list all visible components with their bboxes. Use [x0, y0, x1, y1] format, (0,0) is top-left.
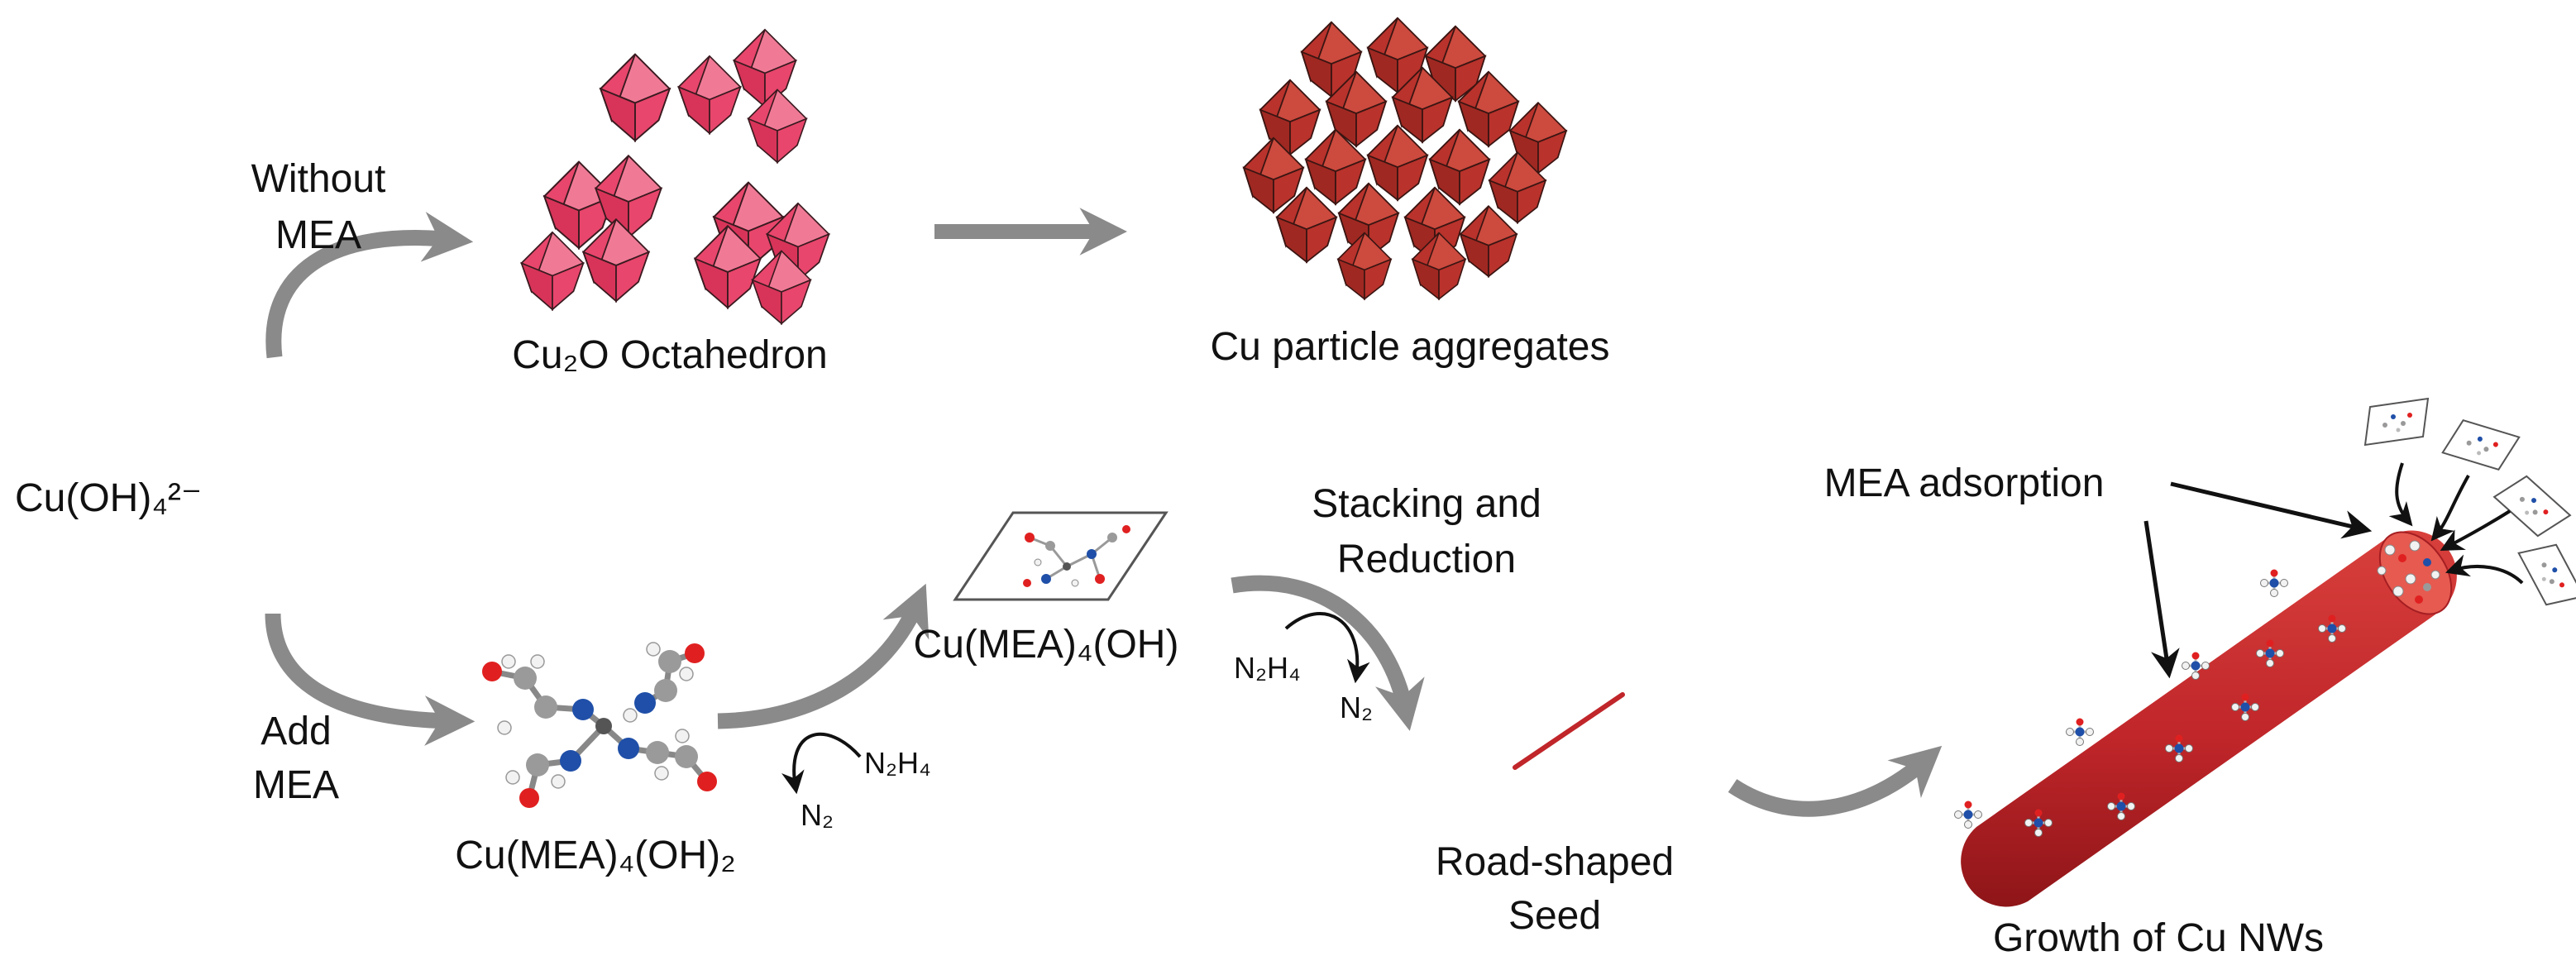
road-shaped-seed: [1513, 692, 1625, 770]
n2-label-a: N₂: [801, 798, 834, 832]
without-mea-label-line2: MEA: [275, 213, 361, 257]
add-mea-label-line2: MEA: [253, 763, 339, 807]
growth-arrow: [1728, 745, 1943, 817]
mea-approach-arrows: [2388, 462, 2524, 585]
add-mea-arrow: [265, 613, 476, 746]
cu-mea4-oh2-molecule: [482, 642, 717, 808]
mea-adsorption-pointers: [2143, 481, 2373, 679]
to-plane-arrow: [717, 583, 930, 729]
n2h4-reaction-arrow-b: [1284, 612, 1370, 684]
mea-adsorption-label: MEA adsorption: [1824, 461, 2105, 505]
cu-nanowire: [1953, 530, 2457, 907]
without-mea-arrow: [265, 212, 474, 359]
stacking-reduction-arrow: [1231, 575, 1425, 731]
add-mea-label-line1: Add: [260, 710, 331, 753]
stacking-label-line2: Reduction: [1337, 538, 1516, 581]
seed-label-line1: Road-shaped: [1436, 840, 1674, 884]
cu-mea4-oh-plane: [953, 511, 1169, 601]
cu-oh4-label: Cu(OH)₄²⁻: [15, 476, 202, 520]
n2h4-label-a: N₂H₄: [864, 746, 931, 780]
n2h4-label-b: N₂H₄: [1234, 651, 1301, 685]
cu2o-octahedron-label: Cu₂O Octahedron: [512, 333, 828, 377]
cu-particle-aggregate: [1243, 17, 1567, 300]
n2-label-b: N₂: [1340, 691, 1373, 724]
growth-label: Growth of Cu NWs: [1993, 916, 2324, 960]
cu-mea4-oh2-label: Cu(MEA)₄(OH)₂: [455, 834, 736, 877]
seed-label-line2: Seed: [1508, 894, 1601, 938]
stacking-label-line1: Stacking and: [1312, 482, 1541, 526]
adsorbed-mea-cluster: [2377, 540, 2440, 604]
n2h4-reaction-arrow-a: [781, 733, 862, 795]
cu-aggregates-label: Cu particle aggregates: [1211, 325, 1610, 369]
without-mea-label-line1: Without: [251, 157, 386, 201]
cu-mea4-oh-label: Cu(MEA)₄(OH): [914, 623, 1179, 667]
cu2o-octahedron-cluster: [520, 28, 830, 325]
